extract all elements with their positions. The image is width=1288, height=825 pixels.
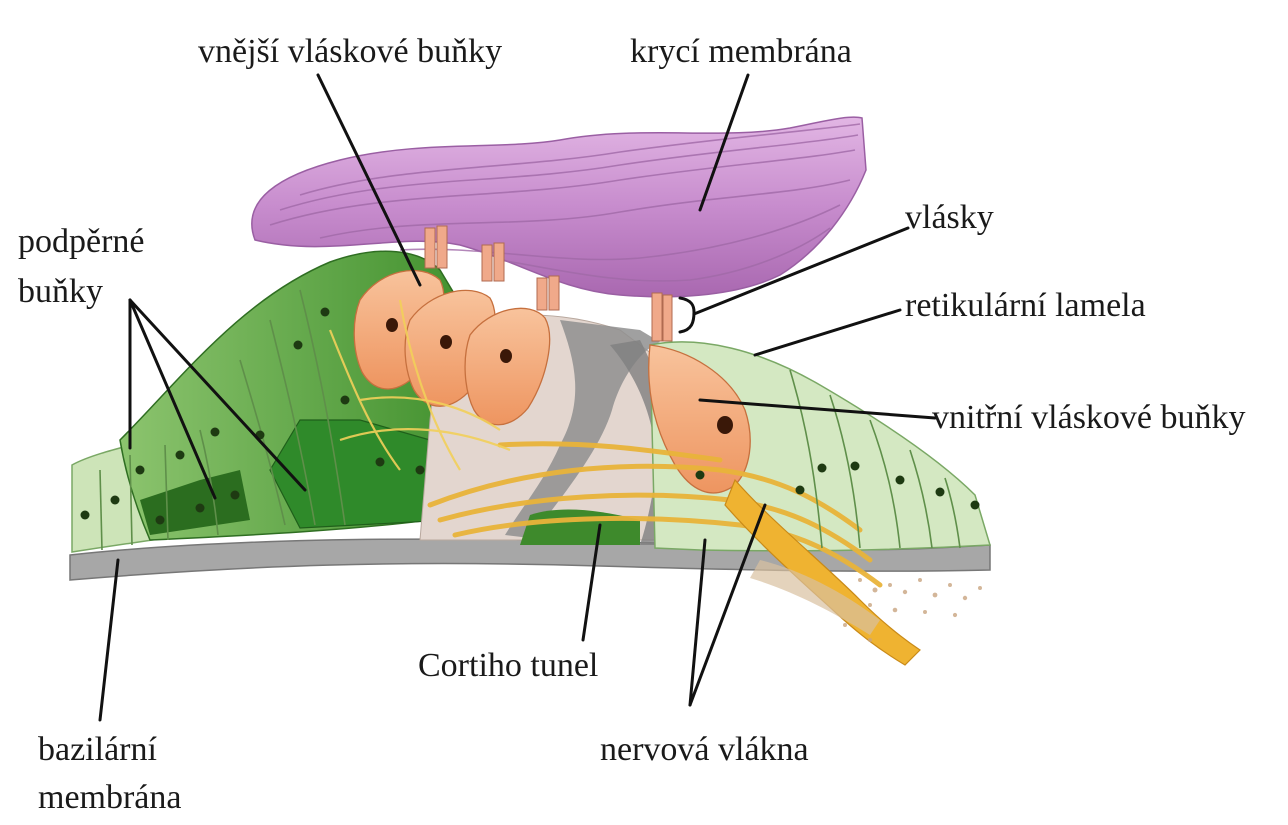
inner-stereocilia — [652, 293, 672, 341]
label-basilar-membrane-2: membrána — [38, 779, 182, 816]
label-inner-hair-cells: vnitřní vláskové buňky — [932, 399, 1246, 436]
label-tectorial-membrane: krycí membrána — [630, 33, 852, 70]
label-supporting-cells-2: buňky — [18, 273, 103, 310]
inner-hair-cell-nucleus — [717, 416, 733, 434]
label-basilar-membrane-1: bazilární — [38, 731, 157, 768]
label-supporting-cells-1: podpěrné — [18, 223, 145, 260]
label-reticular-lamina: retikulární lamela — [905, 287, 1146, 324]
label-tunnel-of-corti: Cortiho tunel — [418, 647, 598, 684]
hairs-bracket — [680, 298, 694, 332]
label-hairs: vlásky — [905, 199, 994, 236]
label-outer-hair-cells: vnější vláskové buňky — [198, 33, 502, 70]
label-nerve-fibers: nervová vlákna — [600, 731, 809, 768]
